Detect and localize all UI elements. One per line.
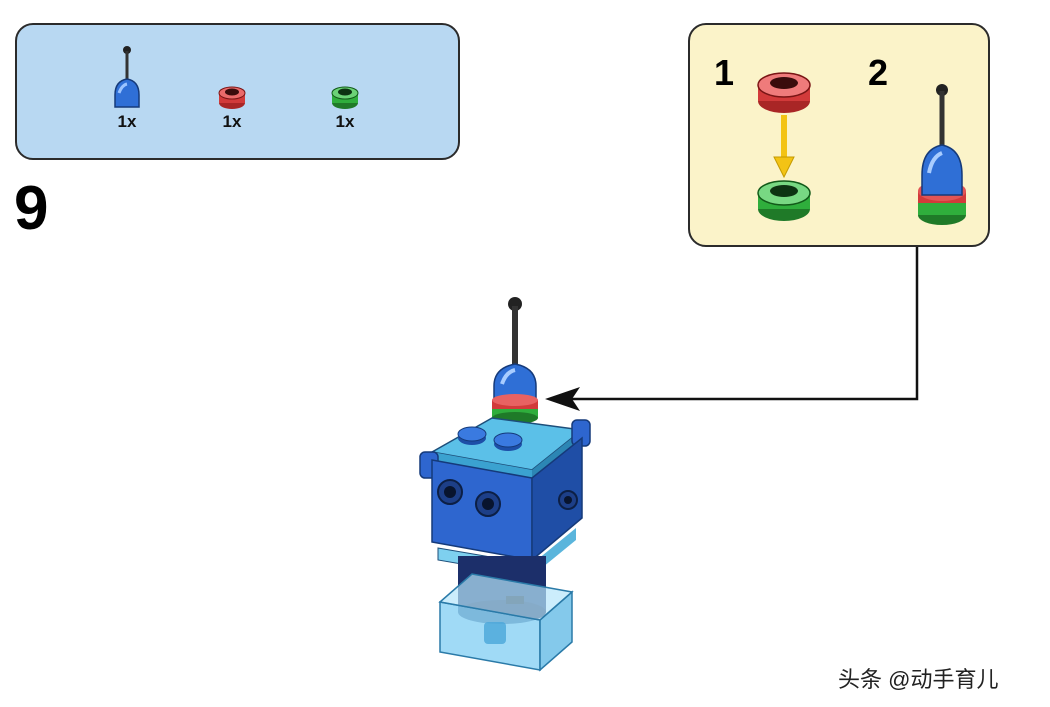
sub-step-number: 2 — [868, 52, 889, 93]
red-round-plate-icon — [218, 86, 246, 109]
robot-model-illustration — [419, 297, 591, 672]
sub-assembly-panel: 1 2 — [688, 23, 990, 247]
antenna-cone-icon — [114, 46, 140, 108]
part-antenna-cone: 1x — [97, 45, 157, 132]
sub-step-number: 1 — [714, 52, 735, 93]
part-green-plate: 1x — [315, 45, 375, 132]
part-red-plate: 1x — [202, 45, 262, 132]
sub-step-2-illustration — [918, 84, 966, 225]
green-round-plate-icon — [331, 86, 359, 109]
step-number: 9 — [14, 174, 49, 243]
yellow-arrow-icon — [781, 115, 787, 161]
part-quantity: 1x — [335, 112, 355, 131]
part-quantity: 1x — [117, 112, 137, 131]
watermark-text: 头条 @动手育儿 — [838, 667, 999, 692]
parts-list-panel: 1x 1x 1x — [15, 23, 460, 160]
part-quantity: 1x — [222, 112, 242, 131]
sub-step-1-illustration — [757, 72, 811, 221]
